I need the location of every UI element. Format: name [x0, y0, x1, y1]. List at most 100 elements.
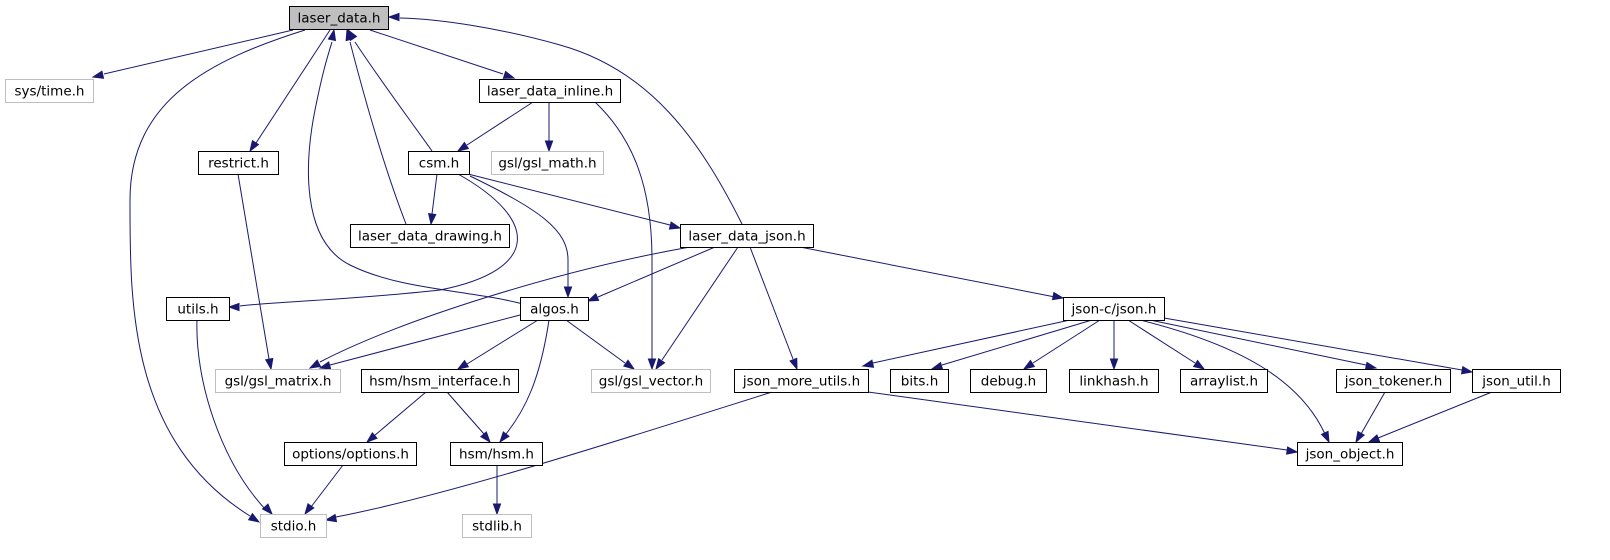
arrowhead-icon: [387, 12, 400, 22]
node-arraylist[interactable]: arraylist.h: [1180, 369, 1268, 393]
edge-hsm-interface-to-options: [365, 391, 427, 443]
node-box: [890, 369, 949, 393]
node-box: [680, 224, 814, 248]
edge-line: [467, 173, 671, 226]
edge-line: [431, 173, 438, 215]
edge-laser-data-json-to-gsl-vector: [655, 246, 739, 371]
edge-json-c-json-to-json-object: [1139, 319, 1330, 444]
node-gsl-vector: gsl/gsl_vector.h: [591, 369, 711, 393]
edge-line: [1032, 319, 1101, 364]
edge-csm-to-laser-data-drawing: [428, 173, 438, 226]
arrowhead-icon: [789, 357, 798, 371]
arrowhead-icon: [1192, 359, 1206, 370]
edge-laser-data-inline-to-csm: [456, 101, 534, 152]
edge-laser-data-json-to-gsl-matrix: [308, 246, 691, 369]
node-label: json_more_utils.h: [742, 374, 860, 390]
edge-laser-data-drawing-to-laser-data: [345, 28, 407, 225]
node-json-c-json[interactable]: json-c/json.h: [1063, 297, 1165, 321]
node-box: [284, 442, 417, 466]
node-box: [166, 297, 230, 321]
edge-line: [129, 29, 306, 517]
node-json-util[interactable]: json_util.h: [1472, 369, 1561, 393]
edge-line: [255, 29, 331, 144]
edge-json-c-json-to-arraylist: [1127, 319, 1206, 370]
edge-line: [749, 246, 794, 360]
node-label: laser_data_inline.h: [487, 84, 613, 100]
arrowhead-icon: [544, 140, 554, 153]
node-laser-data-drawing[interactable]: laser_data_drawing.h: [350, 224, 510, 248]
arrowhead-icon: [655, 357, 666, 371]
edge-options-to-stdio: [304, 464, 344, 516]
arrowhead-icon: [264, 357, 274, 371]
edge-algos-to-hsm: [499, 319, 550, 444]
node-label: csm.h: [419, 156, 459, 172]
arrowhead-icon: [1355, 430, 1365, 444]
arrowhead-icon: [1022, 359, 1036, 370]
edge-json-more-utils-to-json-object: [867, 391, 1299, 455]
edge-laser-data-to-laser-data-inline: [369, 29, 516, 79]
arrowhead-icon: [304, 502, 315, 516]
arrowhead-icon: [249, 139, 260, 153]
edge-laser-data-to-restrict: [249, 29, 331, 153]
edge-line: [103, 29, 294, 75]
edge-line: [354, 41, 433, 152]
edge-line: [319, 246, 691, 363]
node-utils[interactable]: utils.h: [166, 297, 230, 321]
edge-line: [446, 391, 485, 435]
node-laser-data[interactable]: laser_data.h: [289, 6, 389, 30]
edge-line: [1149, 319, 1367, 366]
edge-line: [469, 175, 569, 287]
edge-line: [1127, 319, 1196, 364]
node-laser-data-inline[interactable]: laser_data_inline.h: [479, 79, 621, 103]
node-hsm-interface[interactable]: hsm/hsm_interface.h: [361, 369, 519, 393]
edge-line: [597, 246, 716, 298]
edge-utils-to-stdio: [196, 319, 273, 516]
arrowhead-icon: [586, 292, 600, 302]
node-csm[interactable]: csm.h: [408, 151, 470, 175]
node-bits[interactable]: bits.h: [890, 369, 949, 393]
arrowhead-icon: [1460, 365, 1474, 375]
node-json-object[interactable]: json_object.h: [1297, 442, 1403, 466]
edge-laser-data-json-to-laser-data: [387, 12, 743, 225]
node-label: arraylist.h: [1190, 374, 1258, 390]
arrowhead-icon: [479, 431, 491, 444]
node-box: [361, 369, 519, 393]
node-box: [1069, 369, 1159, 393]
edge-line: [237, 173, 270, 360]
node-box: [1180, 369, 1268, 393]
edge-laser-data-to-stdio: [129, 29, 306, 523]
node-options[interactable]: options/options.h: [284, 442, 417, 466]
edge-laser-data-json-to-json-c-json: [799, 246, 1065, 301]
arrowhead-icon: [456, 141, 470, 152]
node-gsl-matrix: gsl/gsl_matrix.h: [215, 369, 341, 393]
edge-line: [196, 319, 266, 510]
node-algos[interactable]: algos.h: [520, 297, 589, 321]
node-json-more-utils[interactable]: json_more_utils.h: [734, 369, 869, 393]
node-laser-data-json[interactable]: laser_data_json.h: [680, 224, 814, 248]
arrowhead-icon: [1364, 361, 1378, 371]
edge-json-c-json-to-bits: [930, 319, 1093, 371]
node-label: json_tokener.h: [1344, 374, 1443, 390]
arrowhead-icon: [365, 431, 378, 443]
edge-laser-data-to-sys-time: [91, 29, 294, 79]
node-label: options/options.h: [292, 447, 409, 463]
arrowhead-icon: [647, 358, 657, 371]
arrowhead-icon: [1051, 291, 1065, 301]
arrowhead-icon: [227, 302, 240, 312]
node-label: stdlib.h: [472, 519, 522, 535]
node-hsm[interactable]: hsm/hsm.h: [450, 442, 543, 466]
edge-json-c-json-to-json-util: [1163, 317, 1474, 375]
arrowhead-icon: [345, 28, 354, 42]
edge-line: [399, 17, 743, 225]
node-debug[interactable]: debug.h: [970, 369, 1047, 393]
arrowhead-icon: [456, 359, 470, 370]
arrowhead-icon: [247, 512, 261, 523]
edge-laser-data-json-to-json-more-utils: [749, 246, 798, 371]
node-restrict[interactable]: restrict.h: [198, 151, 279, 175]
arrowhead-icon: [668, 221, 682, 230]
edge-line: [1163, 317, 1463, 371]
node-linkhash[interactable]: linkhash.h: [1069, 369, 1159, 393]
edge-line: [661, 246, 739, 361]
arrowhead-icon: [1286, 446, 1299, 455]
node-json-tokener[interactable]: json_tokener.h: [1336, 369, 1451, 393]
